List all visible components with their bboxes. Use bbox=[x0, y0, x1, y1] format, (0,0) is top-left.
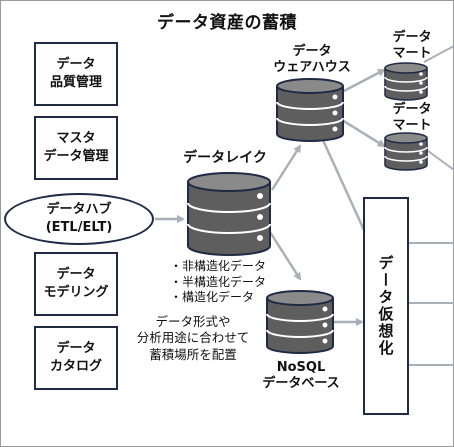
box-data-catalog-label: データ カタログ bbox=[49, 341, 102, 374]
arrow-warehouse-to-mart1 bbox=[341, 68, 386, 94]
mart1-database-icon bbox=[384, 62, 428, 101]
line-mart2-right bbox=[423, 147, 454, 171]
box-master-data: マスタ データ管理 bbox=[34, 116, 118, 180]
mart2-db-shape bbox=[384, 132, 428, 171]
placement-note: データ形式や 分析用途に合わせて 蓄積場所を配置 bbox=[136, 314, 250, 362]
data-hub-label: データハブ (ETL/ELT) bbox=[45, 202, 113, 235]
mart1-label: データ マート bbox=[392, 30, 432, 62]
lake-data-types: ・非構造化データ ・半構造化データ ・構造化データ bbox=[170, 259, 267, 305]
mart2-database-icon bbox=[384, 132, 428, 171]
box-data-modeling: データ モデリング bbox=[34, 252, 118, 316]
lake-db-shape bbox=[187, 172, 271, 256]
data-virtualization-box: データ仮想化 bbox=[363, 197, 409, 415]
box-data-quality-label: データ 品質管理 bbox=[49, 57, 102, 90]
mart1-db-shape bbox=[384, 62, 428, 101]
box-data-modeling-label: データ モデリング bbox=[43, 267, 109, 300]
diagram-title: データ資産の蓄積 bbox=[157, 13, 297, 33]
data-virtualization-label: データ仮想化 bbox=[376, 255, 395, 357]
arrow-lake-to-warehouse bbox=[270, 144, 302, 191]
warehouse-db-shape bbox=[276, 78, 344, 142]
box-data-catalog: データ カタログ bbox=[34, 326, 118, 390]
arrow-warehouse-to-mart2 bbox=[341, 118, 386, 148]
nosql-database-icon bbox=[266, 290, 334, 354]
lake-database-icon bbox=[187, 172, 271, 256]
nosql-label: NoSQL データベース bbox=[262, 360, 340, 392]
arrow-lake-to-nosql bbox=[268, 231, 302, 281]
line-mart1-right bbox=[423, 45, 454, 63]
box-data-quality: データ 品質管理 bbox=[34, 42, 118, 106]
nosql-db-shape bbox=[266, 290, 334, 354]
arrow-warehouse-to-virtualization bbox=[320, 137, 366, 231]
data-hub-ellipse: データハブ (ETL/ELT) bbox=[4, 193, 154, 245]
warehouse-label: データ ウェアハウス bbox=[273, 44, 351, 76]
box-master-data-label: マスタ データ管理 bbox=[43, 131, 109, 164]
mart2-label: データ マート bbox=[392, 102, 432, 134]
lake-label: データレイク bbox=[183, 150, 267, 166]
warehouse-database-icon bbox=[276, 78, 344, 142]
